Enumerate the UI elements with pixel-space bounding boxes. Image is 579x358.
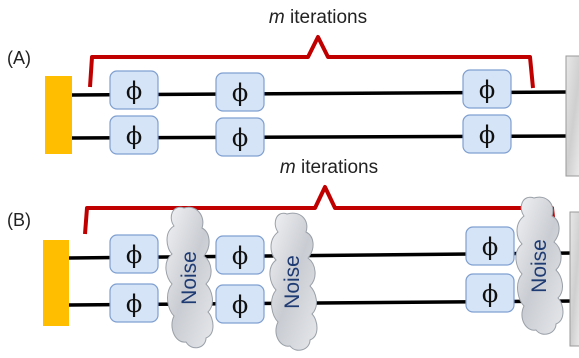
svg-text:ϕ: ϕ bbox=[482, 280, 498, 308]
panel-a-iterations-label: m iterations bbox=[269, 7, 367, 28]
panel-a-gate: ϕ bbox=[215, 117, 265, 157]
panel-a-iteration-variable: m bbox=[269, 7, 285, 28]
panel-b-gate: ϕ bbox=[465, 226, 515, 266]
panel-b-iterations-label: m iterations bbox=[280, 157, 378, 178]
svg-text:ϕ: ϕ bbox=[126, 241, 142, 269]
panel-a-label: (A) bbox=[7, 48, 31, 68]
panel-b-source bbox=[43, 240, 69, 326]
noise-label: Noise bbox=[528, 239, 551, 293]
svg-text:ϕ: ϕ bbox=[482, 233, 498, 261]
panel-a-iteration-brace bbox=[88, 35, 535, 89]
panel-b-noise-cloud: Noise bbox=[515, 196, 564, 335]
svg-text:ϕ: ϕ bbox=[232, 124, 248, 152]
panel-b-noise-cloud: Noise bbox=[165, 206, 214, 349]
panel-b-iteration-text: iterations bbox=[296, 157, 378, 178]
panel-b-gate: ϕ bbox=[215, 235, 265, 275]
panel-a-gate: ϕ bbox=[462, 69, 512, 109]
panel-a-gate: ϕ bbox=[109, 70, 159, 110]
noise-label: Noise bbox=[281, 255, 304, 309]
panel-a: (A) m iterations ϕ ϕ ϕ ϕ ϕ ϕ bbox=[7, 7, 579, 177]
svg-text:ϕ: ϕ bbox=[232, 242, 248, 270]
panel-a-source bbox=[45, 76, 72, 154]
panel-b-label: (B) bbox=[7, 210, 31, 230]
panel-b-gate: ϕ bbox=[109, 234, 159, 274]
panel-a-detector bbox=[565, 55, 579, 177]
svg-text:ϕ: ϕ bbox=[232, 79, 248, 107]
panel-a-gate: ϕ bbox=[215, 72, 265, 112]
panel-b-gate: ϕ bbox=[465, 273, 515, 313]
svg-text:ϕ: ϕ bbox=[126, 290, 142, 318]
panel-a-iteration-text: iterations bbox=[285, 7, 367, 28]
svg-text:ϕ: ϕ bbox=[126, 122, 142, 150]
panel-b-detector bbox=[569, 211, 579, 347]
panel-a-gate: ϕ bbox=[462, 114, 512, 154]
panel-b-gate: ϕ bbox=[215, 284, 265, 324]
panel-a-gate: ϕ bbox=[109, 115, 159, 155]
noise-label: Noise bbox=[178, 251, 201, 305]
svg-text:ϕ: ϕ bbox=[126, 77, 142, 105]
svg-text:ϕ: ϕ bbox=[479, 121, 495, 149]
svg-text:ϕ: ϕ bbox=[232, 291, 248, 319]
svg-text:ϕ: ϕ bbox=[479, 76, 495, 104]
panel-b: (B) m iterations ϕ ϕ ϕ ϕ ϕ ϕ Noise Noise… bbox=[7, 157, 579, 351]
panel-b-noise-cloud: Noise bbox=[269, 212, 318, 351]
panel-b-iteration-variable: m bbox=[280, 157, 296, 178]
panel-b-gate: ϕ bbox=[109, 283, 159, 323]
